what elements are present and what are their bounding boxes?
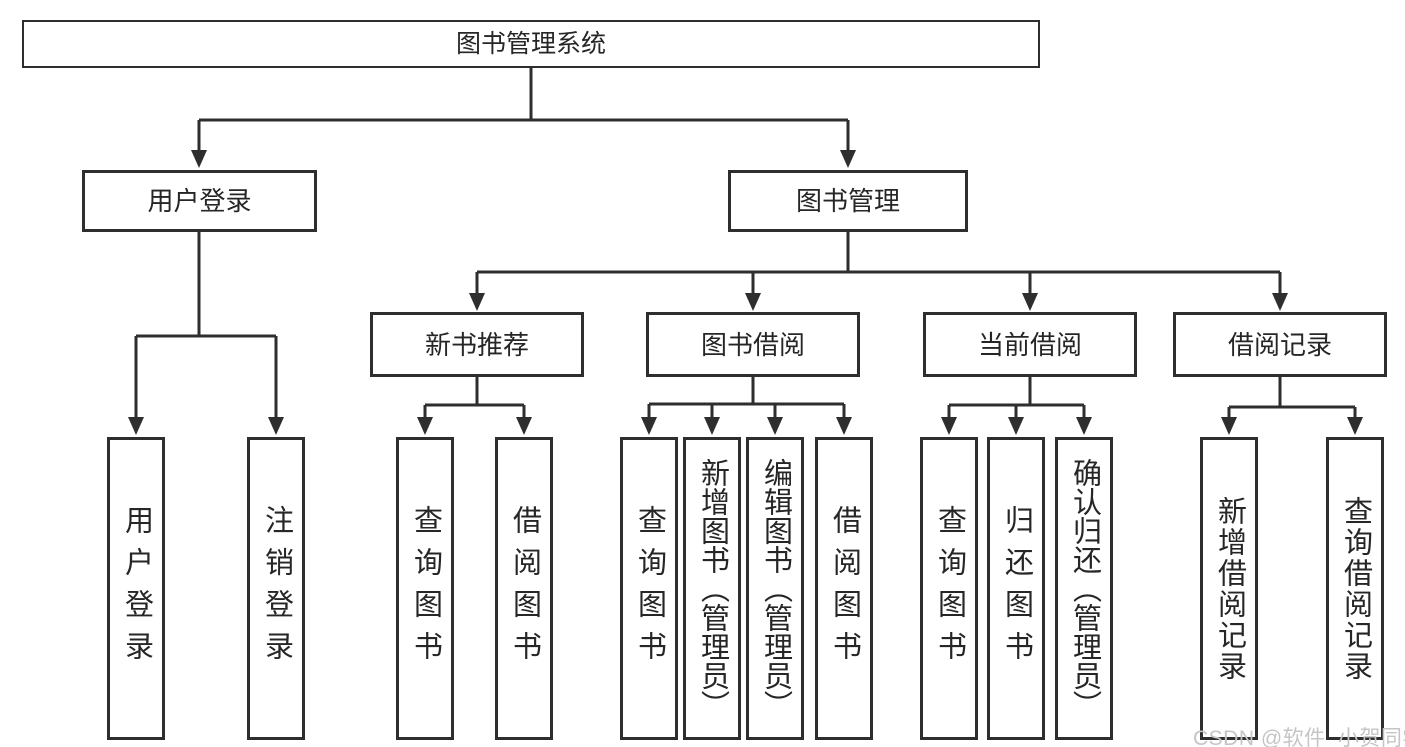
leaf-cb-confirm-return-admin-label: 确认归还（管理员） xyxy=(1068,458,1101,719)
node-library-system-label: 图书管理系统 xyxy=(455,29,606,58)
leaf-br-query-record-label: 查询借阅记录 xyxy=(1339,495,1372,682)
arrowhead-nb-query xyxy=(417,417,433,435)
leaf-logout-label: 注销登录 xyxy=(260,504,293,673)
node-book-borrowing: 图书借阅 xyxy=(646,312,860,377)
leaf-cb-return-books: 归还图书 xyxy=(987,437,1045,740)
leaf-cb-return-books-label: 归还图书 xyxy=(1000,504,1033,673)
arrowhead-borrow-record xyxy=(1272,293,1288,311)
arrowhead-br-query xyxy=(1347,417,1363,435)
connector-root-to-level2 xyxy=(197,68,850,152)
leaf-bb-query-books: 查询图书 xyxy=(620,437,678,740)
node-book-management: 图书管理 xyxy=(728,170,968,232)
connector-user-login-children xyxy=(134,232,278,419)
leaf-nb-query-books: 查询图书 xyxy=(396,437,454,740)
leaf-user-login-label: 用户登录 xyxy=(120,504,153,673)
node-user-login-label: 用户登录 xyxy=(147,186,252,216)
leaf-bb-edit-books-admin-label: 编辑图书（管理员） xyxy=(759,458,792,719)
arrowhead-new-book-rec xyxy=(469,293,485,311)
arrowhead-bb-borrow xyxy=(836,417,852,435)
leaf-nb-borrow-books-label: 借阅图书 xyxy=(508,504,541,673)
leaf-cb-query-books: 查询图书 xyxy=(920,437,978,740)
node-new-book-recommendation-label: 新书推荐 xyxy=(424,329,529,360)
node-current-borrowing: 当前借阅 xyxy=(923,312,1137,377)
leaf-nb-query-books-label: 查询图书 xyxy=(409,504,442,673)
csdn-watermark: CSDN @软件_小贺同学 xyxy=(1193,727,1405,747)
leaf-br-query-record: 查询借阅记录 xyxy=(1326,437,1384,740)
leaf-br-add-record: 新增借阅记录 xyxy=(1200,437,1258,740)
node-user-login: 用户登录 xyxy=(82,170,317,232)
arrowhead-bb-add xyxy=(704,417,720,435)
arrowhead-current-borrow xyxy=(1022,293,1038,311)
leaf-logout: 注销登录 xyxy=(247,437,305,740)
leaf-user-login: 用户登录 xyxy=(107,437,165,740)
connector-book-borrow-children xyxy=(647,377,846,419)
arrowhead-ul-login xyxy=(128,417,144,435)
leaf-nb-borrow-books: 借阅图书 xyxy=(495,437,553,740)
connector-current-borrow-children xyxy=(947,377,1086,419)
arrowhead-cb-return xyxy=(1008,417,1024,435)
leaf-bb-borrow-books: 借阅图书 xyxy=(815,437,873,740)
node-new-book-recommendation: 新书推荐 xyxy=(370,312,584,377)
node-current-borrowing-label: 当前借阅 xyxy=(977,329,1082,360)
leaf-bb-edit-books-admin: 编辑图书（管理员） xyxy=(746,437,804,740)
connector-new-book-rec-children xyxy=(423,377,526,419)
node-borrowing-records-label: 借阅记录 xyxy=(1227,329,1332,360)
arrowhead-br-add xyxy=(1221,417,1237,435)
leaf-bb-add-books-admin-label: 新增图书（管理员） xyxy=(696,458,729,719)
node-borrowing-records: 借阅记录 xyxy=(1173,312,1387,377)
node-book-borrowing-label: 图书借阅 xyxy=(700,329,805,360)
leaf-cb-confirm-return-admin: 确认归还（管理员） xyxy=(1055,437,1113,740)
arrowhead-bb-query xyxy=(641,417,657,435)
node-library-system: 图书管理系统 xyxy=(22,20,1040,68)
arrowhead-book-mgmt xyxy=(840,150,856,168)
arrowhead-book-borrow xyxy=(745,293,761,311)
arrowhead-cb-confirm xyxy=(1076,417,1092,435)
arrowhead-bb-edit xyxy=(767,417,783,435)
arrowhead-ul-logout xyxy=(268,417,284,435)
leaf-bb-query-books-label: 查询图书 xyxy=(633,504,666,673)
arrowhead-cb-query xyxy=(941,417,957,435)
connector-borrow-record-children xyxy=(1227,377,1357,419)
arrowhead-user-login xyxy=(191,150,207,168)
leaf-cb-query-books-label: 查询图书 xyxy=(933,504,966,673)
arrowhead-nb-borrow xyxy=(516,417,532,435)
leaf-bb-add-books-admin: 新增图书（管理员） xyxy=(683,437,741,740)
leaf-br-add-record-label: 新增借阅记录 xyxy=(1213,495,1246,682)
node-book-management-label: 图书管理 xyxy=(795,186,900,216)
connector-book-mgmt-to-level3 xyxy=(475,232,1282,295)
leaf-bb-borrow-books-label: 借阅图书 xyxy=(828,504,861,673)
